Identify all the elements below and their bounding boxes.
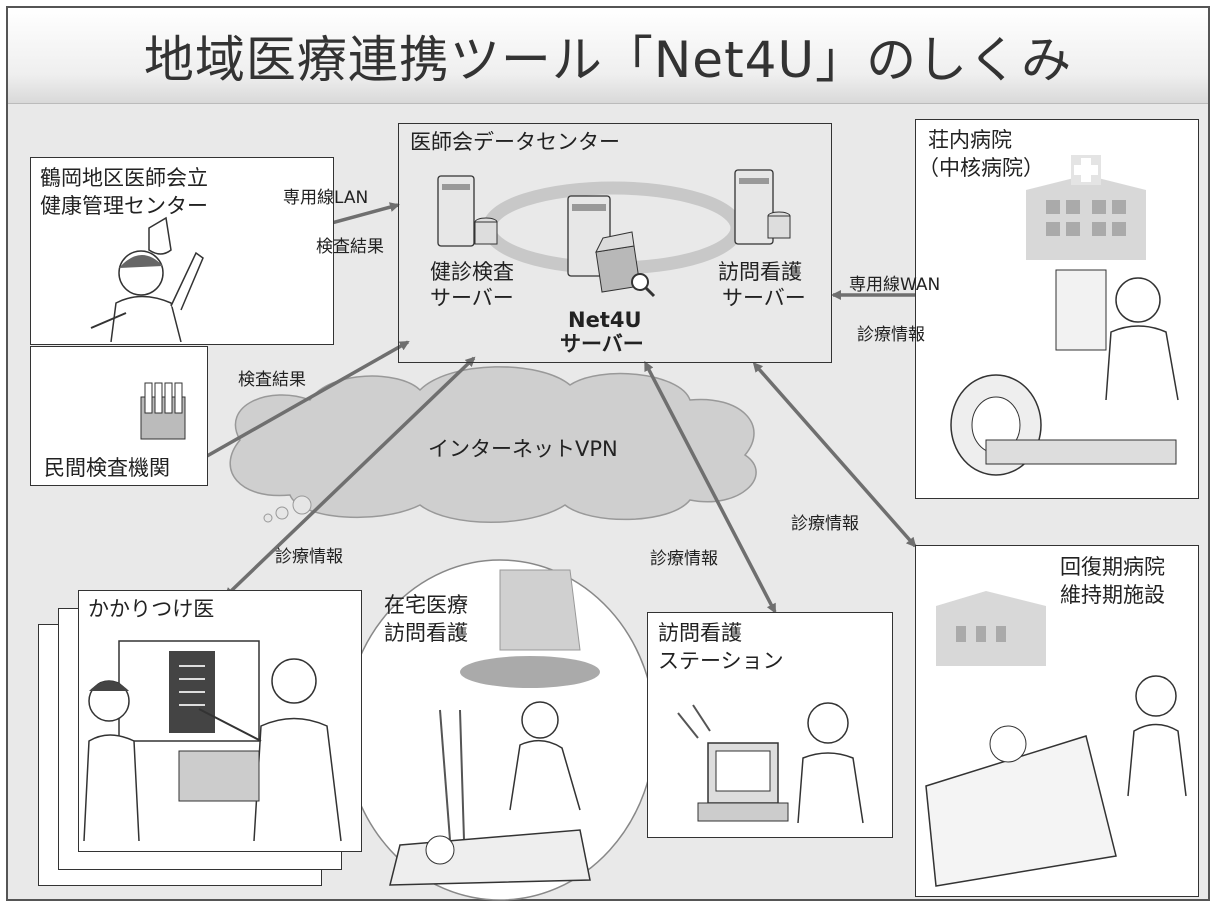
minkan-lab-box	[30, 346, 208, 486]
station-label-1: 訪問看護	[658, 621, 742, 645]
shinryo-kaifuku-label: 診療情報	[791, 514, 859, 534]
kaifuku-label-1: 回復期病院	[1060, 555, 1165, 579]
connection-arrows	[199, 202, 965, 614]
shinryo-kakari-label: 診療情報	[275, 547, 343, 567]
zaitaku-label-2: 訪問看護	[384, 621, 468, 645]
kenshin-server-label-2: サーバー	[430, 286, 514, 310]
test-tubes-icon	[140, 382, 186, 440]
datacenter-label: 医師会データセンター	[410, 130, 620, 154]
net4u-server-icon	[567, 195, 656, 298]
recovery-illustration	[925, 591, 1187, 887]
senyo-wan-label: 専用線WAN	[849, 275, 941, 295]
kakaritsuke-label: かかりつけ医	[88, 597, 215, 621]
kenshin-server-icon	[437, 175, 498, 247]
zaitaku-label-1: 在宅医療	[384, 593, 468, 617]
scientist-illustration	[90, 216, 204, 342]
kenshin-server-label-1: 健診検査	[430, 260, 514, 284]
internet-vpn-label: インターネットVPN	[428, 437, 618, 461]
shonai-label-2: （中核病院）	[918, 156, 1044, 180]
net4u-server-label-1: Net4U	[568, 308, 642, 332]
minkan-label: 民間検査機関	[44, 456, 170, 480]
kensa-kekka-label-1: 検査結果	[316, 237, 384, 257]
shonai-hospital-box	[915, 119, 1199, 499]
title-banner: 地域医療連携ツール「Net4U」のしくみ	[8, 8, 1208, 104]
houmon-server-label-1: 訪問看護	[718, 260, 802, 284]
tsuruoka-label-1: 鶴岡地区医師会立	[40, 166, 208, 190]
kaifuku-facility-box	[915, 545, 1199, 897]
arrow-kakaritsuke	[224, 356, 476, 598]
hospital-illustration	[950, 155, 1179, 476]
houmon-server-label-2: サーバー	[722, 286, 806, 310]
station-label-2: ステーション	[658, 649, 784, 673]
arrow-station	[644, 360, 777, 614]
net4u-server-label-2: サーバー	[560, 332, 644, 356]
tsuruoka-center-box	[30, 157, 334, 345]
shonai-label-1: 荘内病院	[928, 128, 1012, 152]
home-care-illustration	[389, 569, 600, 886]
kensa-kekka-label-2: 検査結果	[238, 370, 306, 390]
nurse-computer-illustration	[677, 702, 864, 824]
shinryo-station-label: 診療情報	[650, 549, 718, 569]
kaifuku-label-2: 維持期施設	[1060, 583, 1165, 607]
arrow-kaifuku	[752, 362, 917, 548]
doctor-consult-illustration	[83, 640, 342, 842]
kakaritsuke-box	[78, 590, 362, 852]
datacenter-box	[398, 123, 832, 363]
page-title: 地域医療連携ツール「Net4U」のしくみ	[143, 30, 1073, 89]
shinryo-shonai-label: 診療情報	[857, 325, 925, 345]
tsuruoka-label-2: 健康管理センター	[40, 194, 208, 218]
station-box	[647, 612, 893, 838]
senyo-lan-label: 専用線LAN	[283, 188, 369, 208]
houmon-server-icon	[734, 169, 791, 245]
